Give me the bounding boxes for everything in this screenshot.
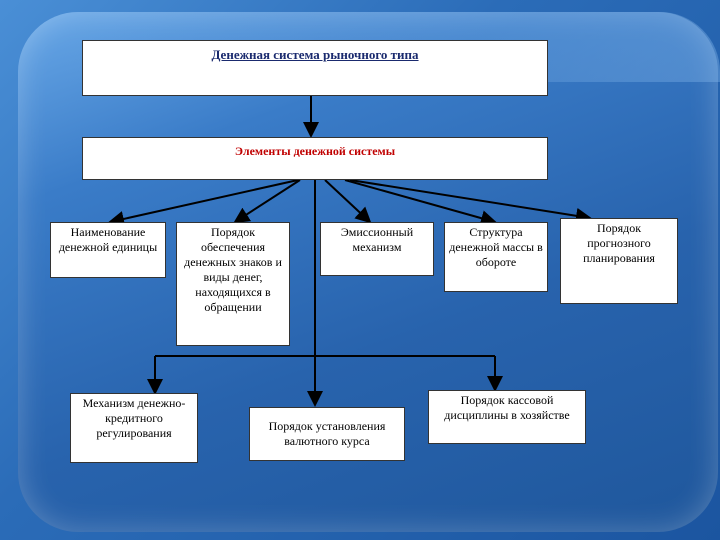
node-forecast-planning-label: Порядок прогнозного планирования <box>583 221 655 265</box>
node-backing-order: Порядок обеспечения денежных знаков и ви… <box>176 222 290 346</box>
arrow-to-emission <box>324 179 372 224</box>
node-credit-regulation: Механизм денежно-кредитного регулировани… <box>70 393 198 463</box>
elements-label: Элементы денежной системы <box>234 144 396 158</box>
arrow-to-backing-order <box>233 179 301 224</box>
elements-box: Элементы денежной системы <box>82 137 548 180</box>
node-unit-name: Наименование денежной единицы <box>50 222 166 278</box>
node-exchange-rate: Порядок установления валютного курса <box>249 407 405 461</box>
title-box: Денежная система рыночного типа <box>82 40 548 96</box>
arrow-to-money-structure <box>344 179 497 226</box>
node-cash-discipline-label: Порядок кассовой дисциплины в хозяйстве <box>444 393 570 422</box>
node-backing-order-label: Порядок обеспечения денежных знаков и ви… <box>184 225 282 314</box>
node-unit-name-label: Наименование денежной единицы <box>58 225 158 254</box>
arrow-to-forecast <box>349 179 592 224</box>
node-emission: Эмиссионный механизм <box>320 222 434 276</box>
diagram-title: Денежная система рыночного типа <box>211 47 419 62</box>
arrow-to-unit-name <box>108 179 299 227</box>
node-emission-label: Эмиссионный механизм <box>340 225 414 254</box>
node-money-structure-label: Структура денежной массы в обороте <box>449 225 543 269</box>
node-forecast-planning: Порядок прогнозного планирования <box>560 218 678 304</box>
node-credit-regulation-label: Механизм денежно-кредитного регулировани… <box>82 396 186 440</box>
node-cash-discipline: Порядок кассовой дисциплины в хозяйстве <box>428 390 586 444</box>
node-money-structure: Структура денежной массы в обороте <box>444 222 548 292</box>
node-exchange-rate-label: Порядок установления валютного курса <box>268 419 386 448</box>
